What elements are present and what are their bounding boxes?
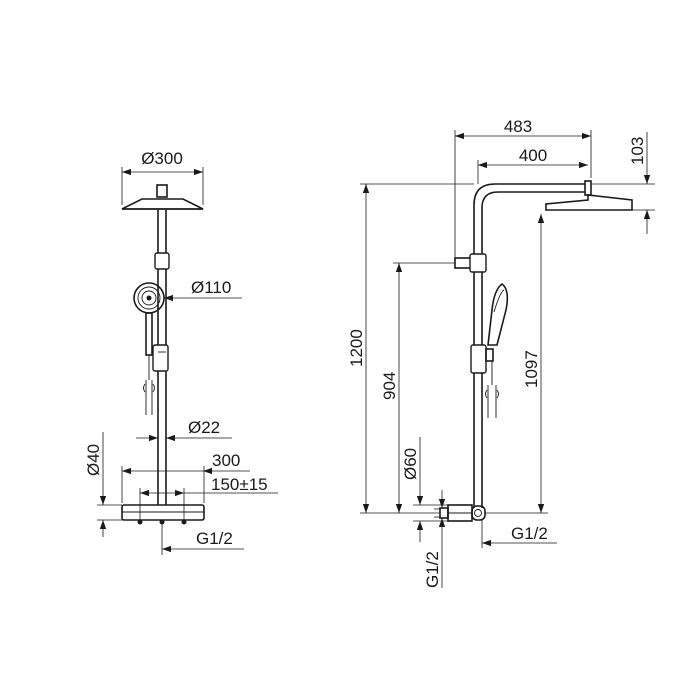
thermostat-valve [439,504,486,522]
dim-arm-length: 400 [477,146,588,184]
label-valve-width: 300 [212,451,240,470]
dim-inlet-spacing: 150±15 [139,475,278,520]
label-head-diameter: Ø300 [141,149,183,168]
label-head-offset: 103 [628,137,647,165]
wall-bracket [454,253,487,273]
side-view: 483 400 103 1200 904 [347,117,655,588]
dim-inlet-thread: G1/2 [161,523,244,555]
label-bracket-height: 904 [380,372,399,400]
dim-outlet-thread: G1/2 [481,520,557,548]
label-inlet-thread-vertical: G1/2 [423,551,442,588]
dim-head-height: 1097 [485,214,548,514]
thermostat-valve [121,504,205,525]
dim-head-diameter: Ø300 [121,149,204,205]
dim-pipe-diameter: Ø22 [136,418,232,442]
label-pipe-diameter: Ø22 [188,418,220,437]
hand-shower [470,282,509,418]
label-escutcheon-diameter: Ø60 [401,448,420,480]
dim-escutcheon-diameter: Ø60 [401,437,448,542]
dim-inlet-thread-vertical: G1/2 [423,490,446,588]
label-hand-shower-diameter: Ø110 [191,278,231,297]
riser-pipe [152,209,170,505]
front-view: Ø300 Ø110 Ø22 300 150±15 [84,149,278,555]
label-inlet-thread: G1/2 [196,529,233,548]
dim-total-projection: 483 [454,117,592,258]
dim-hand-shower-diameter: Ø110 [164,278,242,302]
label-total-height: 1200 [347,329,366,367]
dim-valve-height: Ø40 [84,432,122,537]
dim-valve-width: 300 [121,451,250,503]
label-valve-height: Ø40 [84,444,103,476]
dim-head-offset: 103 [591,132,655,234]
dim-total-height: 1200 [347,183,474,514]
dim-bracket-height: 904 [380,262,455,513]
label-outlet-thread: G1/2 [511,524,548,543]
label-arm-length: 400 [519,146,547,165]
label-head-height: 1097 [522,350,541,388]
label-inlet-spacing: 150±15 [211,475,268,494]
overhead-shower-head [545,194,633,211]
label-total-projection: 483 [504,117,532,136]
overhead-shower-head [121,184,204,210]
